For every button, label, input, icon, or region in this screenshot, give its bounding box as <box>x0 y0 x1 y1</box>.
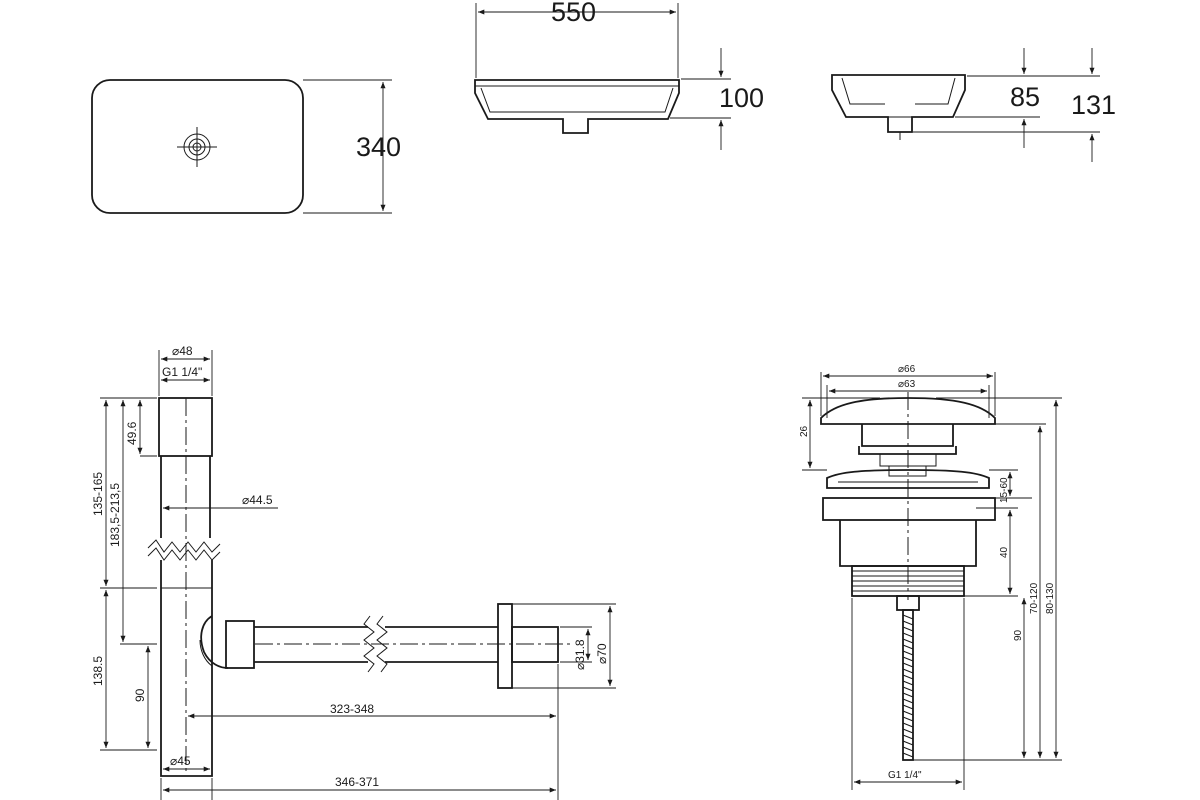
siphon-flange-diameter-label: ⌀70 <box>595 643 609 664</box>
basin-height-outer-label: 100 <box>719 83 764 113</box>
drain-stem-height-label: 90 <box>1013 629 1024 641</box>
siphon-pipe-diameter-label: ⌀31.8 <box>573 639 587 670</box>
siphon-top-height-label: 49.6 <box>125 421 139 445</box>
drain-body-diameter-label: ⌀63 <box>898 379 916 390</box>
drain-valve-view: ⌀66 ⌀63 26 15-60 40 90 70-120 80-130 G1 <box>799 364 1062 790</box>
siphon-elbow-socket <box>225 620 255 669</box>
drain-range-a-label: 70-120 <box>1029 582 1040 614</box>
siphon-length-range-label: 183,5-213,5 <box>108 483 122 547</box>
siphon-total-range-label: 346-371 <box>335 775 379 789</box>
drain-gap-range-label: 15-60 <box>999 477 1010 503</box>
drain-cap-diameter-label: ⌀66 <box>898 364 916 375</box>
siphon-view: ⌀48 G1 1/4" 49.6 135-165 183,5-213,5 138… <box>91 344 616 800</box>
siphon-inner-diameter-label: ⌀44.5 <box>242 493 273 507</box>
basin-outline <box>91 79 304 214</box>
drain-nut <box>822 497 996 521</box>
drain-hole-icon <box>177 127 217 167</box>
siphon-adjust-range-label: 135-165 <box>91 472 105 516</box>
drain-range-b-label: 80-130 <box>1045 582 1056 614</box>
break-mark-horizontal <box>363 615 375 673</box>
drain-body-height-label: 40 <box>999 546 1010 558</box>
basin-front-view: 550 100 <box>474 0 764 150</box>
basin-front-outline <box>474 79 680 134</box>
drain-cap <box>820 397 996 425</box>
basin-top-view: 340 <box>91 79 401 214</box>
basin-side-view: 85 131 <box>831 48 1116 162</box>
basin-height-total-label: 131 <box>1071 90 1116 120</box>
basin-depth-label: 340 <box>356 132 401 162</box>
siphon-wall-flange <box>497 603 513 689</box>
siphon-outer-diameter-label: ⌀48 <box>172 344 193 358</box>
break-mark-vertical <box>147 539 221 553</box>
siphon-horizontal-range-label: 323-348 <box>330 702 374 716</box>
siphon-thread-label: G1 1/4" <box>162 365 202 379</box>
drain-thread-label: G1 1/4" <box>888 770 922 781</box>
basin-side-outline <box>831 74 966 133</box>
basin-height-inner-label: 85 <box>1010 82 1040 112</box>
drain-thread <box>851 565 965 597</box>
drain-cap-height-label: 26 <box>799 425 810 437</box>
siphon-outlet-height-label: 90 <box>133 688 147 702</box>
basin-width-label: 550 <box>551 0 596 27</box>
siphon-lower-height-label: 138.5 <box>91 656 105 686</box>
siphon-bottom-diameter-label: ⌀45 <box>170 754 191 768</box>
